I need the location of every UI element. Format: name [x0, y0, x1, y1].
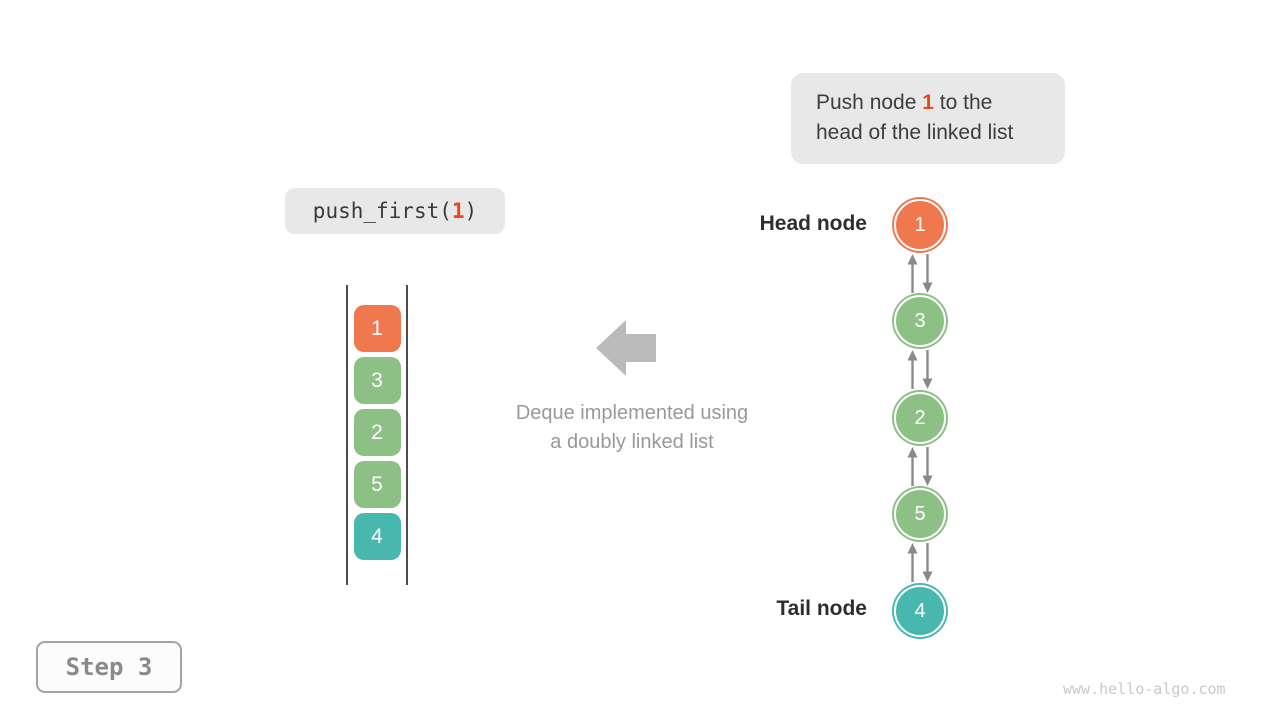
list-node-value: 4	[914, 599, 926, 622]
down-arrow-icon	[922, 378, 933, 389]
doubly-link-arrows	[907, 447, 933, 486]
list-node-value: 5	[914, 502, 926, 525]
callout-line1-prefix: Push node	[816, 91, 923, 114]
list-node: 1	[892, 197, 948, 253]
down-arrow-icon	[922, 282, 933, 293]
deque-channel: 1 3 2 5 4	[346, 285, 408, 585]
deque-item: 2	[353, 409, 401, 456]
tail-node-label: Tail node	[776, 597, 867, 620]
code-operation-label: push_first(1)	[285, 188, 505, 234]
list-node-value: 3	[914, 309, 926, 332]
doubly-link-arrows	[907, 543, 933, 582]
deque-item: 1	[353, 305, 401, 352]
up-arrow-icon	[907, 543, 918, 554]
list-node: 4	[892, 583, 948, 639]
left-block-arrow-icon	[596, 320, 656, 376]
deque-item: 5	[353, 461, 401, 508]
code-prefix: push_first(	[312, 199, 452, 223]
deque-item-value: 1	[371, 316, 383, 340]
watermark: www.hello-algo.com	[1063, 680, 1226, 698]
code-arg: 1	[451, 199, 465, 223]
caption-line1: Deque implemented using	[515, 402, 749, 424]
up-arrow-icon	[907, 350, 918, 361]
list-node: 3	[892, 293, 948, 349]
down-arrow-icon	[922, 475, 933, 486]
callout-emphasis-value: 1	[922, 91, 934, 114]
step-badge: Step 3	[36, 641, 182, 693]
callout-line1-suffix: to the	[933, 91, 993, 114]
diagram-caption: Deque implemented using a doubly linked …	[462, 399, 802, 457]
caption-line2: a doubly linked list	[550, 431, 714, 453]
up-arrow-icon	[907, 447, 918, 458]
deque-item: 4	[353, 513, 401, 560]
list-node-value: 2	[914, 406, 926, 429]
down-arrow-icon	[922, 571, 933, 582]
list-node-value: 1	[914, 213, 926, 236]
deque-item-value: 4	[371, 524, 383, 548]
list-node: 5	[892, 486, 948, 542]
callout-box: Push node 1 to the head of the linked li…	[791, 73, 1065, 164]
callout-line2: head of the linked list	[816, 121, 1014, 144]
up-arrow-icon	[907, 254, 918, 265]
deque-item-value: 2	[371, 420, 383, 444]
head-node-label: Head node	[759, 212, 867, 235]
doubly-link-arrows	[907, 254, 933, 293]
list-node: 2	[892, 390, 948, 446]
doubly-link-arrows	[907, 350, 933, 389]
deque-item-value: 3	[371, 368, 383, 392]
deque-item: 3	[353, 357, 401, 404]
deque-item-value: 5	[371, 472, 383, 496]
code-suffix: )	[464, 199, 478, 223]
